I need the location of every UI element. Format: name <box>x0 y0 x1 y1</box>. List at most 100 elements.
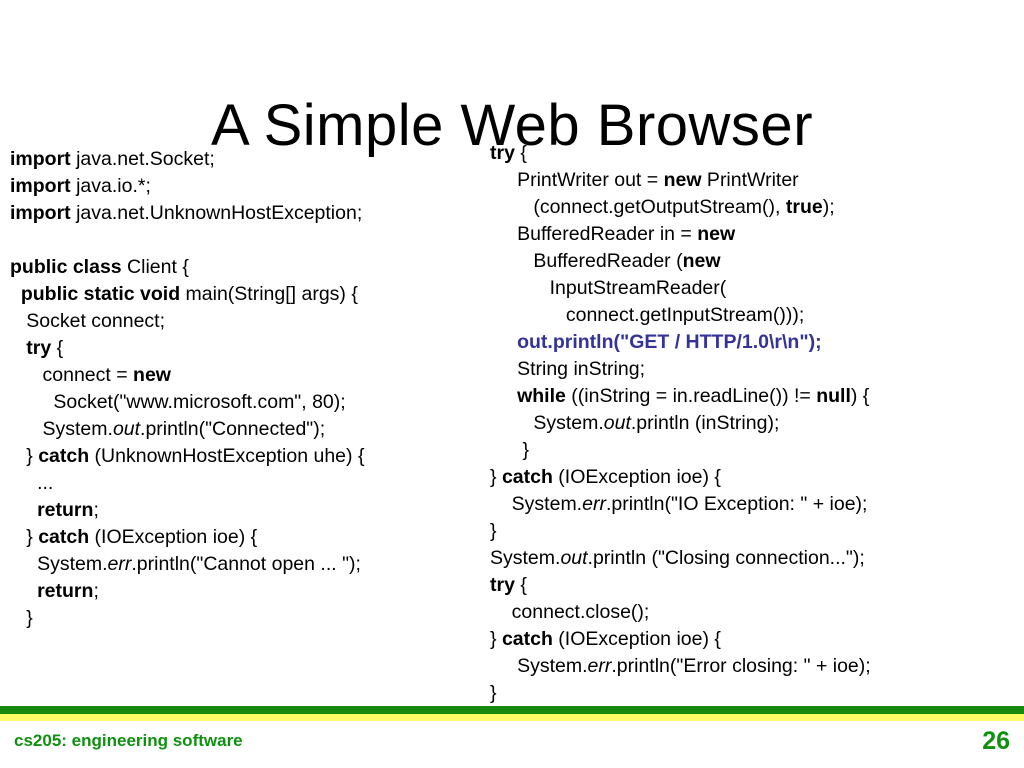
code-span: null <box>816 385 851 407</box>
code-line: while ((inString = in.readLine()) != nul… <box>490 383 1024 410</box>
code-line: return; <box>10 578 480 605</box>
code-line: BufferedReader (new <box>490 248 1024 275</box>
code-span: .println (inString); <box>630 412 780 434</box>
code-span: System. <box>490 493 583 515</box>
code-span: Socket connect; <box>10 310 166 332</box>
code-span: { <box>51 337 64 359</box>
code-span: { <box>514 142 527 164</box>
code-line: } <box>490 680 1024 707</box>
code-span: new <box>697 223 736 245</box>
code-span: (UnknownHostException uhe) { <box>89 445 365 467</box>
code-span <box>10 283 21 305</box>
code-line: System.out.println (inString); <box>490 410 1024 437</box>
code-span: PrintWriter out = <box>490 169 664 191</box>
code-span: connect.getInputStream())); <box>490 304 805 326</box>
code-span: java.io.*; <box>70 175 151 197</box>
code-line: String inString; <box>490 356 1024 383</box>
code-span <box>10 499 37 521</box>
code-span: main(String[] args) { <box>180 283 358 305</box>
code-span: ... <box>10 472 54 494</box>
footer-divider-yellow <box>0 714 1024 721</box>
code-line: import java.io.*; <box>10 173 480 200</box>
code-span: err <box>107 553 132 575</box>
code-span: System. <box>490 412 604 434</box>
code-span: new <box>133 364 171 386</box>
code-line: public class Client { <box>10 254 480 281</box>
code-span: { <box>514 574 527 596</box>
code-span: String inString; <box>490 358 645 380</box>
code-span: Socket("www.microsoft.com", 80); <box>10 391 346 413</box>
code-line: } <box>490 437 1024 464</box>
code-span: ((inString = in.readLine()) != <box>565 385 817 407</box>
code-line: } catch (IOException ioe) { <box>10 524 480 551</box>
code-line: BufferedReader in = new <box>490 221 1024 248</box>
code-span: new <box>682 250 721 272</box>
code-span: try <box>490 142 515 164</box>
code-block-right: try { PrintWriter out = new PrintWriter … <box>490 140 1024 707</box>
code-line: System.err.println("Error closing: " + i… <box>490 653 1024 680</box>
code-span: true <box>785 196 823 218</box>
code-span: connect = <box>10 364 134 386</box>
code-line: System.out.println ("Closing connection.… <box>490 545 1024 572</box>
code-span: } <box>490 682 497 704</box>
code-span: BufferedReader ( <box>490 250 683 272</box>
code-span: (IOException ioe) { <box>89 526 258 548</box>
code-span: import <box>10 148 71 170</box>
code-span: BufferedReader in = <box>490 223 698 245</box>
code-highlight: out.println("GET / HTTP/1.0\r\n"); <box>490 331 822 353</box>
code-span: catch <box>38 445 90 467</box>
code-span: out <box>112 418 141 440</box>
code-span <box>10 580 37 602</box>
code-span: import <box>10 175 71 197</box>
code-line: ... <box>10 470 480 497</box>
footer-course-label: cs205: engineering software <box>14 731 243 750</box>
code-span: ; <box>93 499 99 521</box>
code-span: while <box>517 385 566 407</box>
code-span: Client { <box>121 256 189 278</box>
code-span: .println("Connected"); <box>140 418 326 440</box>
code-span: .println("IO Exception: " + ioe); <box>605 493 868 515</box>
code-span: .println("Error closing: " + ioe); <box>611 655 871 677</box>
page-title: A Simple Web Browser <box>210 92 814 158</box>
code-span: } <box>10 526 39 548</box>
code-span: } <box>10 607 33 629</box>
code-span: java.net.UnknownHostException; <box>70 202 363 224</box>
code-line: return; <box>10 497 480 524</box>
code-line: connect = new <box>10 362 480 389</box>
code-span: import <box>10 202 71 224</box>
code-span: catch <box>38 526 90 548</box>
code-line: System.out.println("Connected"); <box>10 416 480 443</box>
code-span: catch <box>501 628 553 650</box>
code-span: try <box>26 337 52 359</box>
code-span: System. <box>490 547 561 569</box>
code-span <box>10 337 26 359</box>
code-line: try { <box>10 335 480 362</box>
code-line: connect.getInputStream())); <box>490 302 1024 329</box>
code-line <box>10 227 480 254</box>
code-line: System.err.println("IO Exception: " + io… <box>490 491 1024 518</box>
code-span: out <box>560 547 588 569</box>
code-span: err <box>582 493 606 515</box>
code-span: ) { <box>850 385 870 407</box>
code-span: System. <box>10 418 113 440</box>
code-span: (IOException ioe) { <box>552 628 721 650</box>
code-line: public static void main(String[] args) { <box>10 281 480 308</box>
code-span: } <box>490 439 530 461</box>
code-span: ); <box>822 196 835 218</box>
code-span: err <box>587 655 612 677</box>
code-block-left: import java.net.Socket;import java.io.*;… <box>10 146 480 632</box>
code-line: InputStreamReader( <box>490 275 1024 302</box>
code-line: } catch (IOException ioe) { <box>490 464 1024 491</box>
code-line: out.println("GET / HTTP/1.0\r\n"); <box>490 329 1024 356</box>
code-span: (IOException ioe) { <box>552 466 721 488</box>
code-span: catch <box>501 466 553 488</box>
code-span: public class <box>10 256 122 278</box>
code-line: } catch (IOException ioe) { <box>490 626 1024 653</box>
code-span: connect.close(); <box>490 601 650 623</box>
code-line: System.err.println("Cannot open ... "); <box>10 551 480 578</box>
code-span: return <box>37 580 94 602</box>
code-line: } <box>490 518 1024 545</box>
code-span: try <box>490 574 515 596</box>
code-span: } <box>490 520 497 542</box>
